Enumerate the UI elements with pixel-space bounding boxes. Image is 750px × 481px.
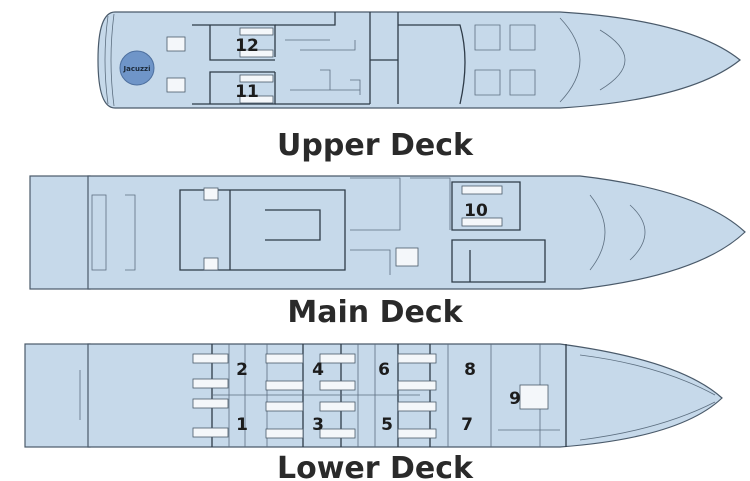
berths: [192, 353, 549, 439]
cabin-5-label: 5: [381, 415, 393, 435]
main-deck-plan: 10 Main Deck: [29, 175, 746, 330]
cabin-8-label: 8: [464, 360, 476, 380]
cabin-3-label: 3: [312, 415, 324, 435]
cabin-6-label: 6: [378, 360, 390, 380]
lower-deck-title: Lower Deck: [277, 451, 474, 481]
jacuzzi-label: Jacuzzi: [122, 65, 150, 73]
cabin-10-label: 10: [464, 201, 488, 221]
cabin-7-label: 7: [461, 415, 473, 435]
cabin-12-label: 12: [235, 36, 259, 56]
main-deck-title: Main Deck: [287, 295, 463, 330]
cabin-2-label: 2: [236, 360, 248, 380]
table-icon: [395, 247, 419, 267]
jacuzzi-icon: [119, 50, 155, 86]
upper-deck-plan: Jacuzzi 12 11 Upper Deck: [97, 11, 741, 163]
cabin-4-label: 4: [312, 360, 324, 380]
table-icon: [166, 77, 186, 93]
table-icon: [166, 36, 186, 52]
cabin-1-label: 1: [236, 415, 248, 435]
cabin-11-label: 11: [235, 82, 259, 102]
upper-deck-title: Upper Deck: [277, 128, 474, 163]
cabin-9-label: 9: [509, 389, 521, 409]
lower-deck-plan: 2 4 6 8 9 1 3 5 7 Lower Deck: [24, 343, 723, 481]
